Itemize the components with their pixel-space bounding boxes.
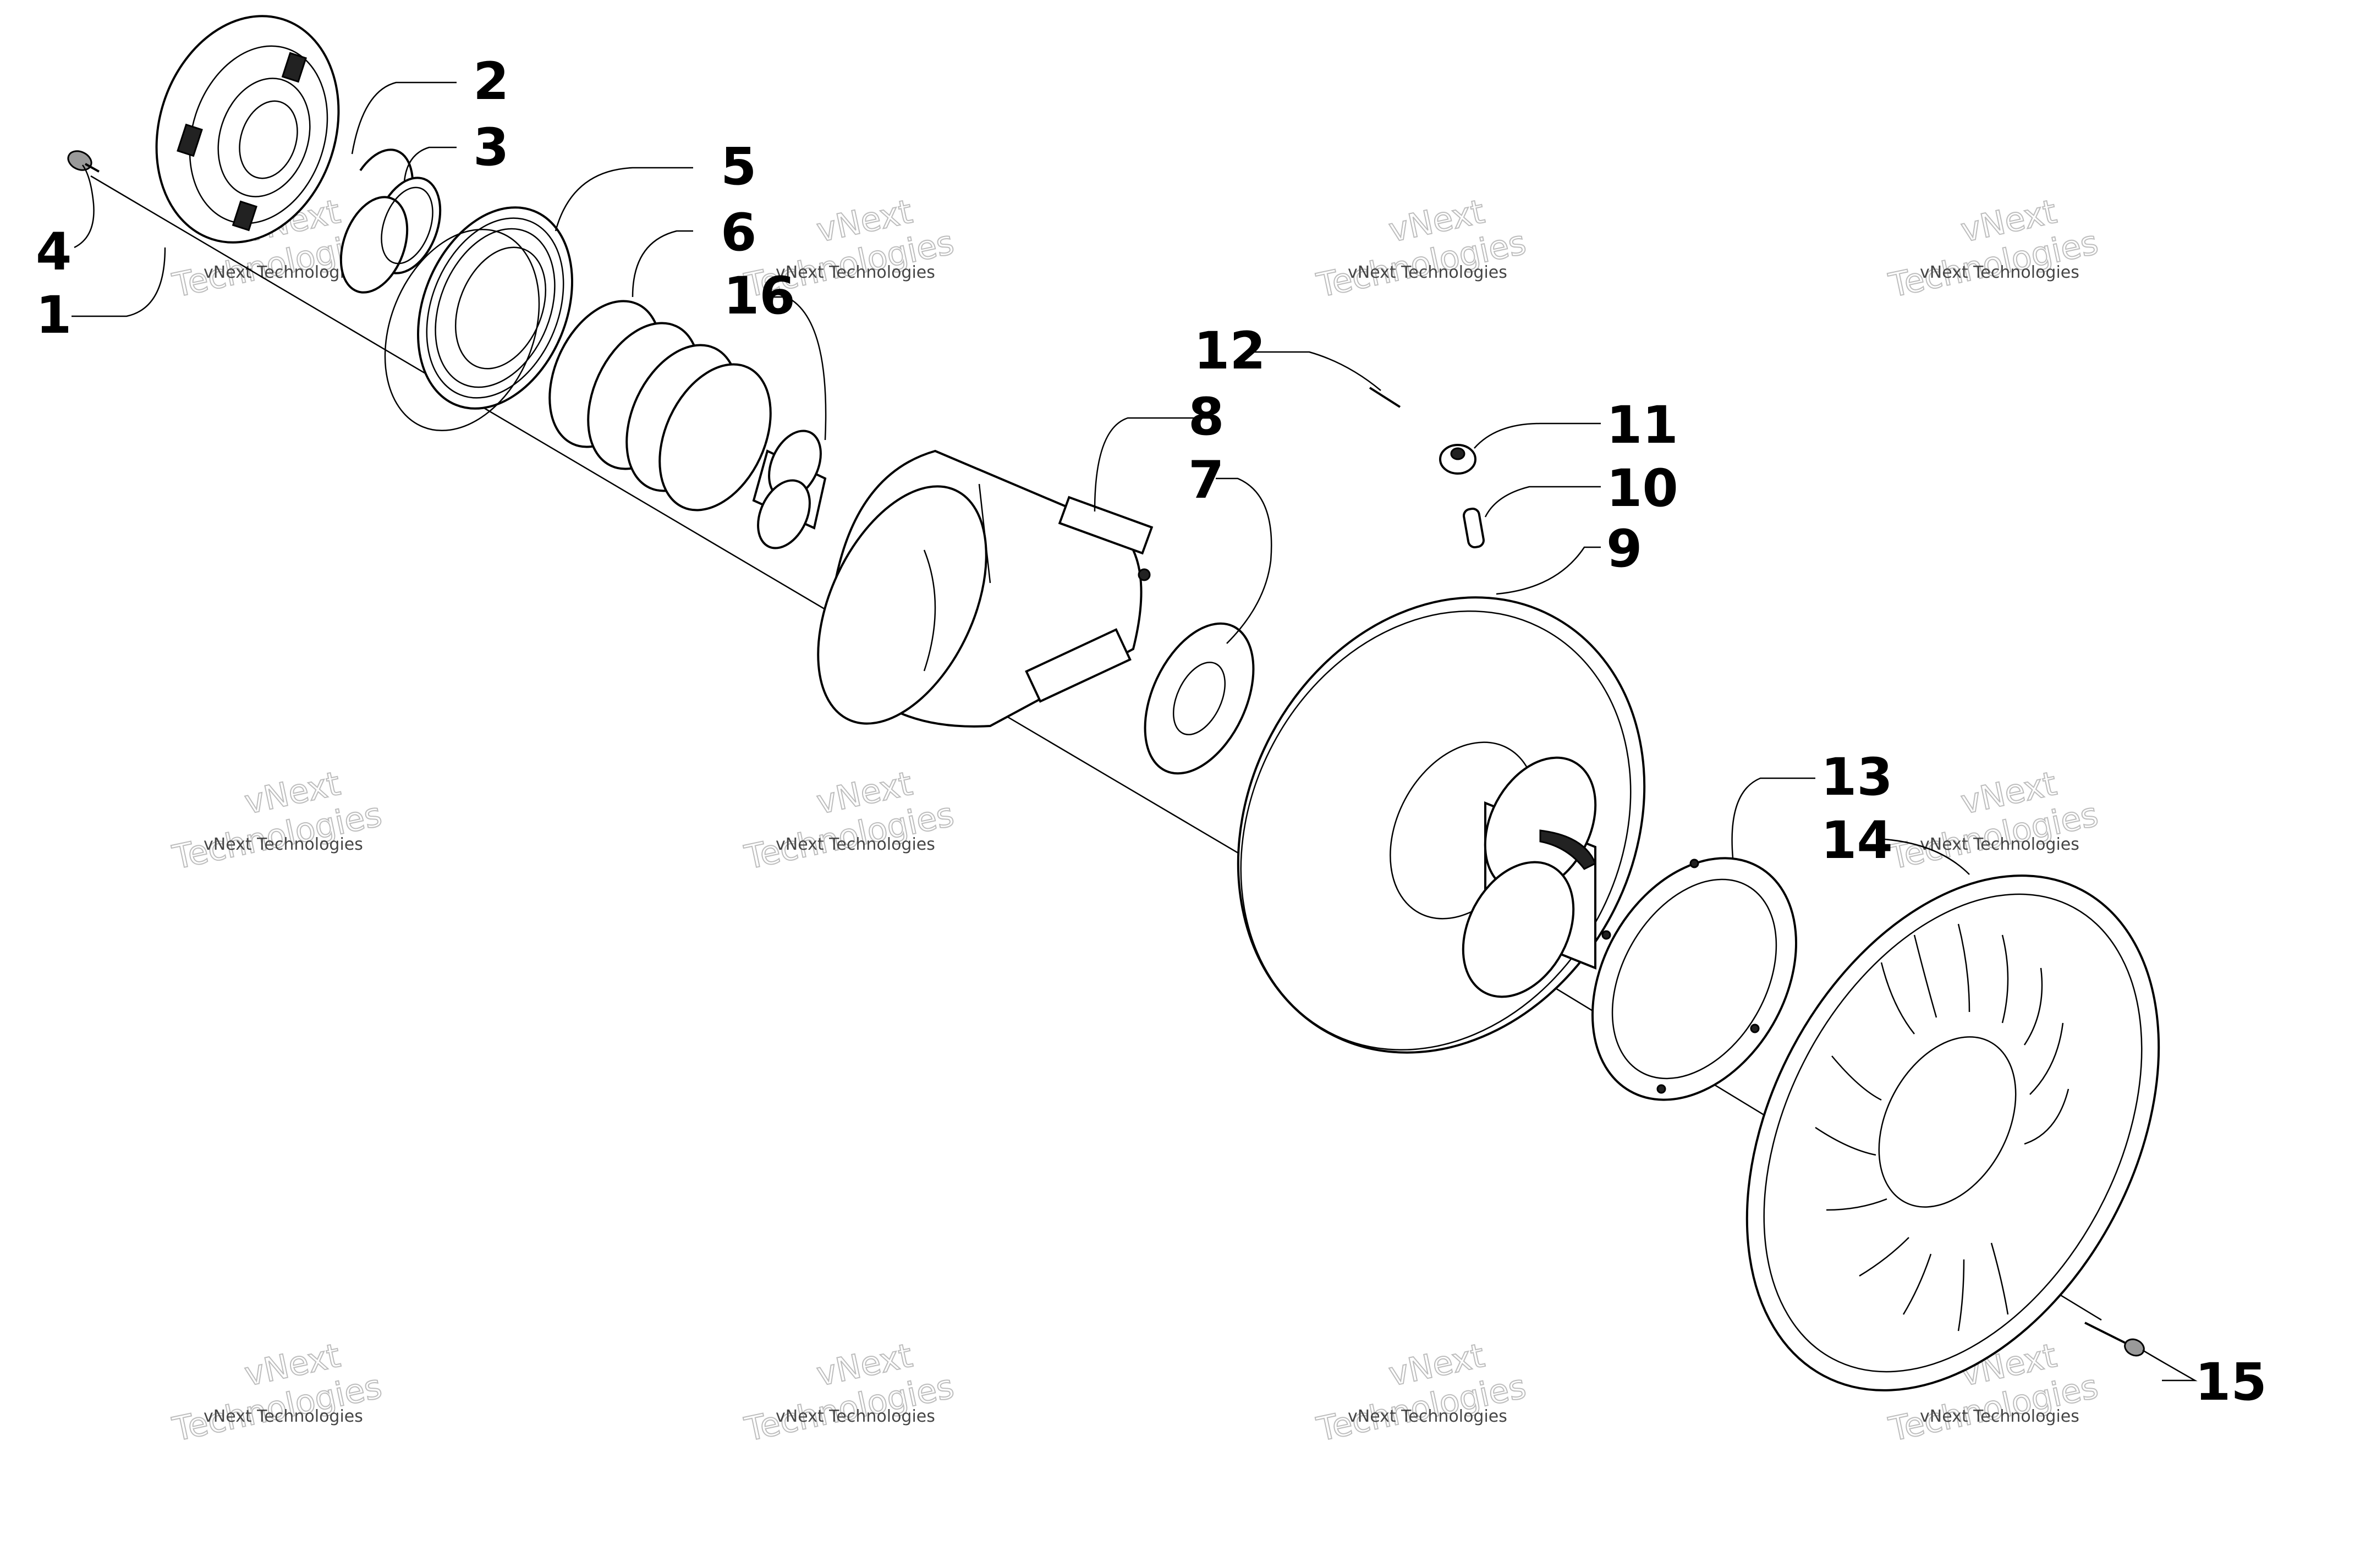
part-8-roller-assembly [817, 449, 1154, 728]
leader-2 [351, 81, 457, 155]
fan-vanes [1815, 923, 2069, 1332]
watermark-text: vNext Technologies [776, 1407, 935, 1426]
watermark-text: vNext Technologies [1348, 263, 1507, 282]
leader-3 [403, 146, 457, 182]
part-6-spring [548, 300, 772, 511]
callout-10: 10 [1606, 459, 1678, 519]
watermark: vNext Technologies vNext Technologies [741, 764, 958, 878]
callout-16: 16 [723, 266, 795, 326]
callout-8: 8 [1188, 387, 1224, 447]
watermark-text: vNext Technologies [204, 263, 363, 282]
leader-8 [1094, 417, 1216, 512]
watermark: vNext Technologies vNext Technologies [1313, 1336, 1530, 1450]
part-16-bushing [752, 430, 827, 549]
part-10-dowel [1463, 508, 1485, 548]
part-14-fan-cover [1745, 874, 2160, 1391]
watermark-text: vNext Technologies [1920, 263, 2079, 282]
part-7-washer [1144, 622, 1255, 775]
callout-5: 5 [721, 137, 756, 197]
leader-13 [1731, 777, 1815, 859]
leader-9 [1496, 546, 1601, 595]
watermark: vNext Technologies vNext Technologies [169, 1336, 386, 1450]
watermark-text: vNext Technologies [1348, 1407, 1507, 1426]
leader-14 [1875, 838, 1970, 875]
part-13-gasket [1591, 857, 1797, 1101]
watermark-text: vNext Technologies [204, 835, 363, 854]
leader-lines [72, 81, 2198, 1382]
part-9-fixed-sheave [1237, 596, 1646, 1054]
leader-7 [1216, 477, 1272, 644]
part-1-cover [155, 15, 340, 244]
callout-12: 12 [1194, 321, 1266, 381]
leader-15 [2142, 1349, 2198, 1382]
watermark: vNext Technologies vNext Technologies [169, 764, 386, 878]
leader-11 [1474, 422, 1601, 449]
callout-3: 3 [473, 118, 509, 178]
callout-14: 14 [1821, 811, 1893, 871]
callout-9: 9 [1606, 519, 1642, 579]
callout-13: 13 [1821, 747, 1893, 807]
callout-7: 7 [1188, 450, 1224, 510]
callout-11: 11 [1606, 395, 1678, 455]
leader-16 [770, 296, 827, 441]
watermark: vNext Technologies vNext Technologies [1885, 192, 2102, 306]
part-15-bolt [2084, 1322, 2145, 1357]
part-3-bushing [339, 177, 442, 294]
callout-2: 2 [473, 52, 509, 112]
part-5-spring-cup [384, 206, 573, 432]
leader-6 [632, 230, 693, 298]
leader-12 [1249, 351, 1381, 391]
leader-10 [1484, 486, 1601, 518]
callout-15: 15 [2195, 1352, 2267, 1412]
axis-line-upper [90, 175, 1266, 870]
watermark: vNext Technologies vNext Technologies [1313, 192, 1530, 306]
watermark-text: vNext Technologies [204, 1407, 363, 1426]
callout-4: 4 [36, 222, 72, 282]
watermark-text: vNext Technologies [1920, 835, 2079, 854]
watermark-text: vNext Technologies [776, 835, 935, 854]
watermark: vNext Technologies vNext Technologies [1885, 764, 2102, 878]
callout-6: 6 [721, 203, 756, 263]
leader-1 [72, 247, 166, 317]
part-11-cap [1439, 444, 1476, 475]
callout-1: 1 [36, 285, 72, 345]
watermark: vNext Technologies vNext Technologies [741, 1336, 958, 1450]
part-4-bolt [67, 150, 100, 173]
watermark-text: vNext Technologies [1920, 1407, 2079, 1426]
leader-4 [74, 164, 95, 249]
callout-labels: 1 2 3 4 5 6 7 8 9 10 11 12 13 14 15 16 [36, 52, 2267, 1412]
leader-5 [555, 167, 693, 232]
part-12-pin [1369, 387, 1401, 408]
watermark-text: vNext Technologies [776, 263, 935, 282]
